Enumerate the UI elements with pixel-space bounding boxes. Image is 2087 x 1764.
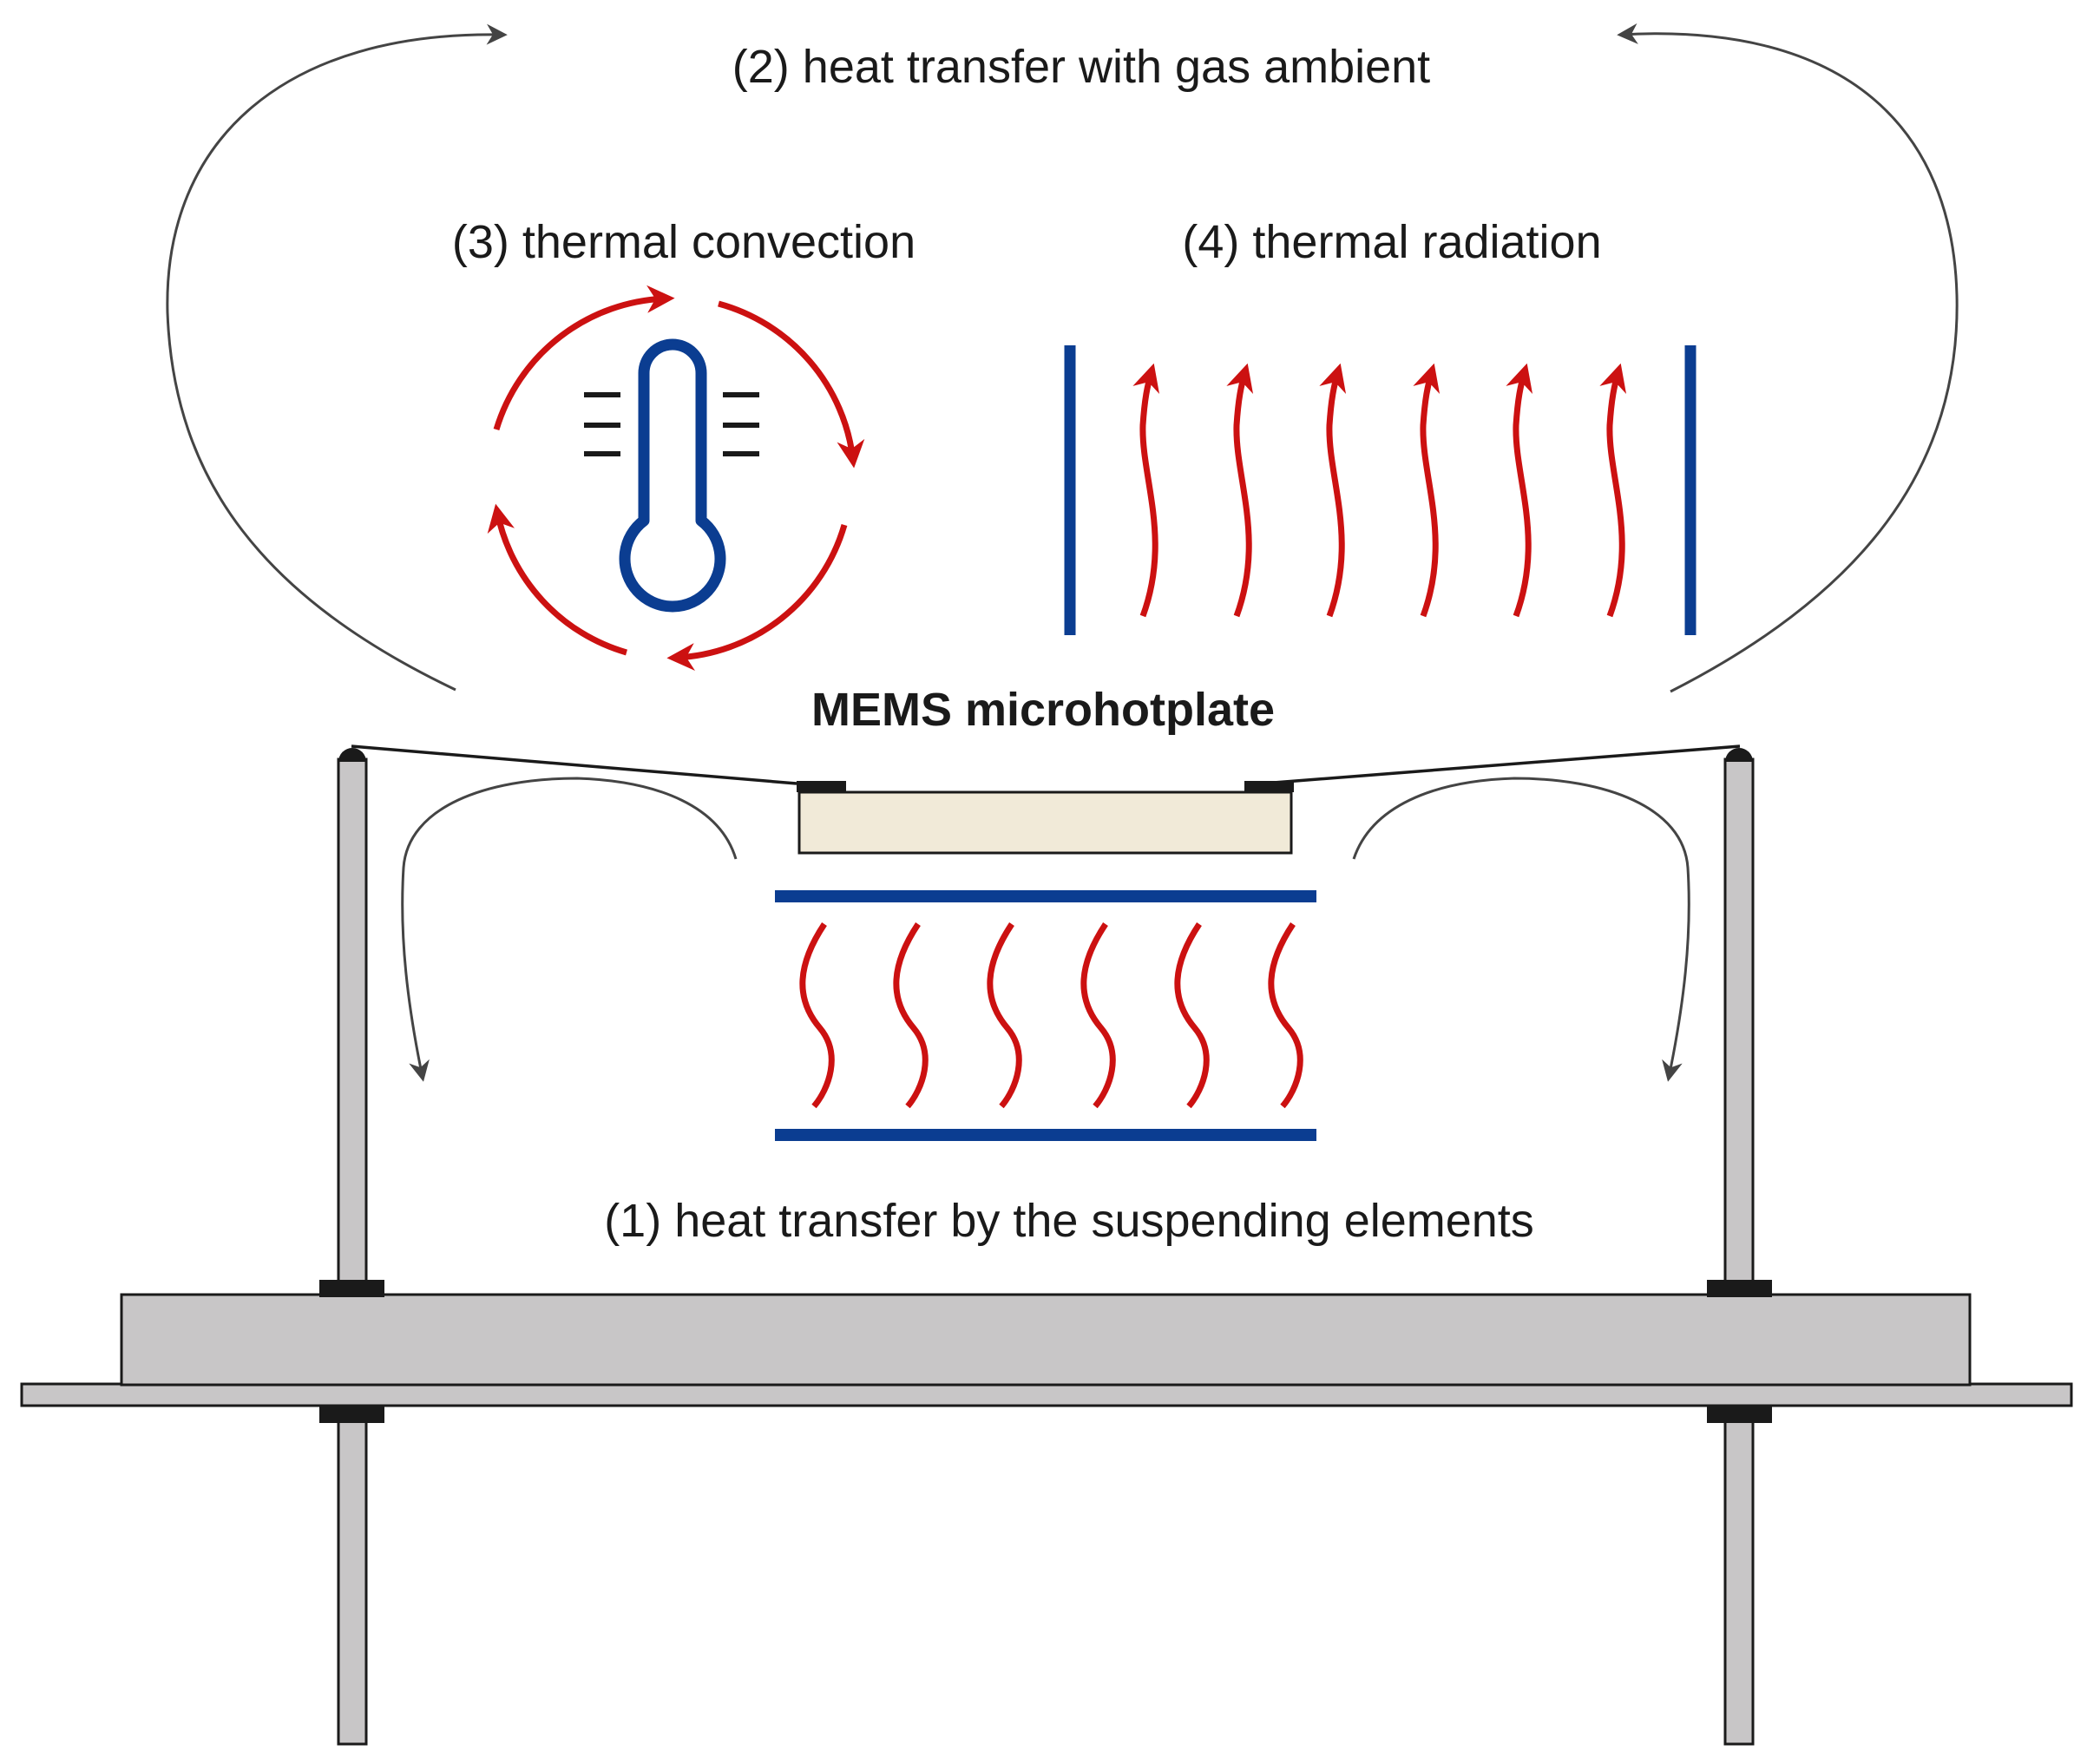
microhotplate-chip: [797, 790, 1293, 855]
radiation-label: (4) thermal radiation: [1182, 216, 1601, 268]
convection-arrow-top: [493, 285, 675, 431]
radiation-waves: [1132, 363, 1627, 618]
convection-label: (3) thermal convection: [452, 216, 916, 268]
suspending-label: (1) heat transfer by the suspending elem…: [604, 1195, 1534, 1247]
convection-arrow-left: [487, 503, 627, 656]
base-flange: [20, 1382, 2073, 1407]
conduction-arrow-left: [401, 777, 738, 1082]
radiation-wave: [1506, 363, 1533, 618]
post-right: [1723, 748, 1755, 1746]
radiation-wave: [1226, 363, 1254, 618]
convection-arrow-bottom: [666, 524, 848, 672]
convection-arrow-right: [718, 300, 865, 469]
wire-right: [1262, 744, 1741, 785]
suspending-heat-waves: [799, 922, 1303, 1109]
gas-ambient-arrow-left: [166, 23, 508, 692]
convection-cycle: [487, 285, 865, 672]
suspending-wave: [893, 922, 929, 1109]
suspending-wave: [799, 922, 835, 1109]
radiation-wave: [1599, 363, 1627, 618]
suspending-wave: [1268, 922, 1303, 1109]
thermometer-icon: [584, 338, 759, 613]
post-left: [337, 748, 368, 1746]
suspending-wave: [987, 922, 1022, 1109]
gas-ambient-arrow-right: [1617, 23, 1959, 693]
post-seal: [1707, 1406, 1772, 1423]
suspending-wave: [1080, 922, 1116, 1109]
contact-pad-left: [797, 781, 846, 792]
conduction-arrow-right: [1352, 777, 1690, 1082]
radiation-wave: [1319, 363, 1347, 618]
gas-ambient-label: (2) heat transfer with gas ambient: [732, 41, 1430, 93]
microhotplate-label: MEMS microhotplate: [811, 684, 1275, 736]
post-seal: [319, 1406, 384, 1423]
wire-left: [351, 744, 797, 785]
contact-pad-right: [1244, 781, 1294, 792]
base-header: [120, 1293, 1972, 1387]
radiation-wave: [1132, 363, 1160, 618]
post-seal: [319, 1280, 384, 1297]
radiation-wave: [1413, 363, 1441, 618]
suspending-wave: [1174, 922, 1210, 1109]
post-seal: [1707, 1280, 1772, 1297]
